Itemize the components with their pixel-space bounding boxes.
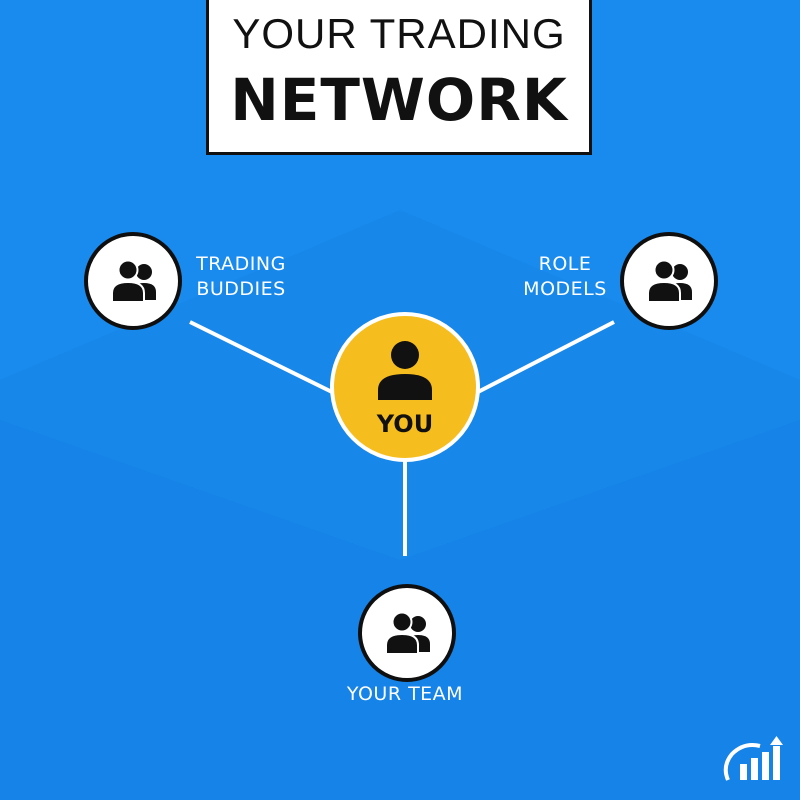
connector-role-models	[475, 320, 615, 395]
title-line-1: YOUR TRADING	[232, 10, 566, 57]
label-trading-buddies: TRADING BUDDIES	[186, 252, 296, 302]
label-your-team: YOUR TEAM	[330, 682, 480, 707]
title-line-2: NETWORK	[230, 66, 568, 134]
connector-trading-buddies	[189, 320, 335, 395]
node-you: YOU	[330, 312, 480, 462]
node-your-team	[358, 584, 456, 682]
group-icon	[104, 252, 164, 312]
node-trading-buddies	[84, 232, 182, 330]
node-role-models	[620, 232, 718, 330]
person-icon	[372, 338, 438, 404]
you-label: YOU	[376, 410, 434, 438]
label-trading-buddies-line2: BUDDIES	[196, 278, 286, 300]
label-your-team-line1: YOUR TEAM	[346, 683, 464, 705]
label-role-models: ROLE MODELS	[510, 252, 620, 302]
rising-bars-logo-icon	[722, 736, 788, 786]
title-box: YOUR TRADING NETWORK	[206, 0, 592, 155]
label-trading-buddies-line1: TRADING	[196, 253, 286, 275]
label-role-models-line1: ROLE	[538, 253, 592, 275]
group-icon	[640, 252, 700, 312]
group-icon	[378, 604, 438, 664]
label-role-models-line2: MODELS	[523, 278, 607, 300]
